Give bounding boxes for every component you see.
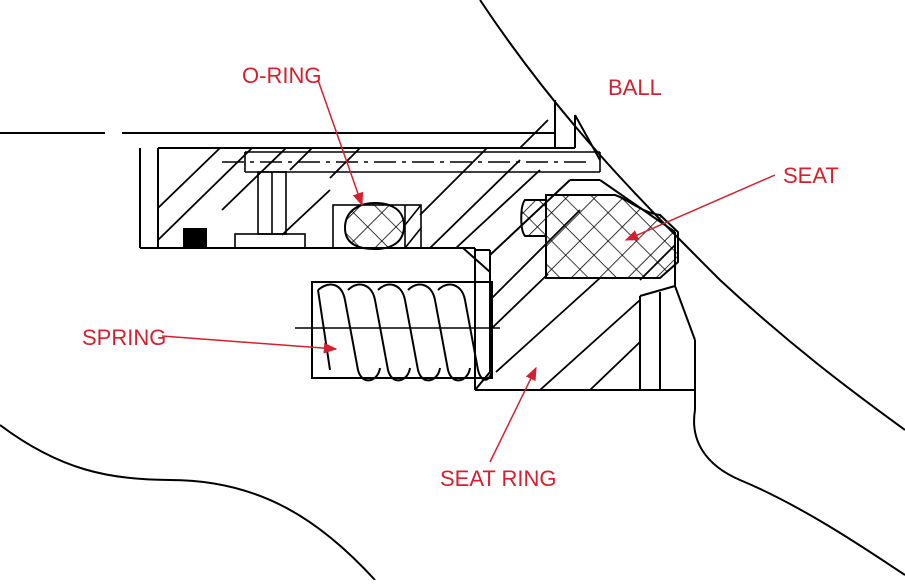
label-seat-ring: SEAT RING xyxy=(440,466,557,491)
leader-lines xyxy=(161,79,776,463)
pin xyxy=(234,171,306,249)
body-block xyxy=(139,114,601,249)
label-seat: SEAT xyxy=(783,163,839,188)
spring-leader xyxy=(161,335,338,354)
body-outline xyxy=(0,100,556,148)
bore-channel xyxy=(222,151,601,173)
seat-insert xyxy=(545,194,679,279)
label-o-ring: O-RING xyxy=(242,63,321,88)
label-ball: BALL xyxy=(608,75,662,100)
lower-body-left xyxy=(0,424,376,581)
seat-leader xyxy=(624,174,776,241)
small-seal xyxy=(183,228,207,248)
o-ring xyxy=(343,201,406,251)
ball-surface xyxy=(479,0,905,431)
spring xyxy=(295,281,500,382)
seat-small-insert xyxy=(520,199,547,237)
o-ring-leader xyxy=(317,79,364,207)
seat-ring-leader xyxy=(489,366,537,463)
label-spring: SPRING xyxy=(82,325,166,350)
lower-body-right xyxy=(693,409,905,576)
